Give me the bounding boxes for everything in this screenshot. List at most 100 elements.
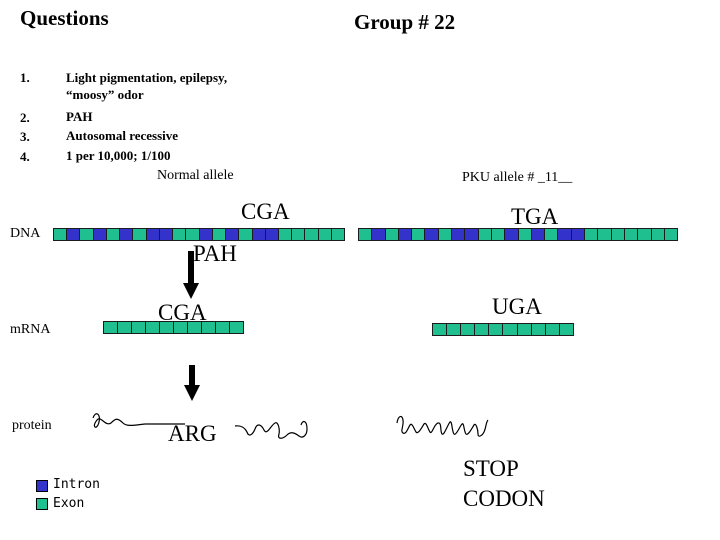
exon-segment	[637, 228, 652, 241]
question-number: 3.	[20, 129, 30, 144]
exon-segment	[490, 228, 506, 241]
intron-segment	[464, 228, 479, 241]
exon-segment	[474, 323, 490, 336]
page-title: Questions	[20, 6, 109, 30]
intron-segment	[251, 228, 266, 241]
exon-segment	[358, 228, 373, 241]
exon-segment	[597, 228, 612, 241]
exon-segment	[229, 321, 244, 334]
pku-dna-strip	[358, 228, 679, 241]
intron-segment	[397, 228, 413, 241]
exon-segment	[411, 228, 426, 241]
question-answer: PAH	[66, 109, 93, 124]
exon-segment	[516, 323, 532, 336]
exon-segment	[117, 321, 132, 334]
exon-segment	[211, 228, 227, 241]
exon-segment	[304, 228, 319, 241]
intron-segment	[557, 228, 572, 241]
exon-segment	[477, 228, 492, 241]
intron-segment	[145, 228, 160, 241]
intron-segment	[570, 228, 586, 241]
truncated-protein-chain	[396, 415, 489, 437]
question-answer: 1 per 10,000; 1/100	[66, 148, 171, 163]
exon-segment	[53, 228, 68, 241]
exon-segment	[173, 321, 188, 334]
exon-legend-label: Exon	[53, 496, 85, 511]
normal-allele-label: Normal allele	[157, 168, 234, 183]
intron-segment	[92, 228, 107, 241]
question-answer: Light pigmentation, epilepsy, “moosy” od…	[66, 69, 227, 103]
pku-mrna-strip	[432, 323, 574, 336]
enzyme-label: PAH	[193, 241, 237, 266]
exon-segment	[446, 323, 462, 336]
intron-segment	[119, 228, 134, 241]
exon-segment	[517, 228, 532, 241]
intron-segment	[371, 228, 386, 241]
question-answer: Autosomal recessive	[66, 128, 179, 143]
exon-segment	[172, 228, 187, 241]
group-number: Group # 22	[354, 10, 456, 34]
exon-segment	[185, 228, 200, 241]
intron-segment	[66, 228, 81, 241]
exon-segment	[132, 228, 147, 241]
exon-segment	[610, 228, 625, 241]
answer-line: “moosy” odor	[66, 87, 144, 102]
exon-segment	[502, 323, 518, 336]
normal-dna-codon: CGA	[241, 199, 290, 224]
normal-mrna-codon: CGA	[158, 300, 207, 325]
intron-swatch	[36, 480, 48, 492]
exon-segment	[623, 228, 639, 241]
exon-segment	[488, 323, 504, 336]
exon-segment	[558, 323, 574, 336]
exon-segment	[650, 228, 665, 241]
exon-segment	[317, 228, 332, 241]
exon-segment	[437, 228, 453, 241]
mrna-row-label: mRNA	[10, 322, 51, 337]
exon-segment	[384, 228, 399, 241]
intron-segment	[424, 228, 439, 241]
exon-segment	[460, 323, 476, 336]
question-number: 4.	[20, 149, 30, 164]
intron-legend-label: Intron	[53, 477, 100, 492]
intron-segment	[198, 228, 213, 241]
stop-codon-line2: CODON	[463, 486, 545, 511]
exon-segment	[201, 321, 216, 334]
protein-row-label: protein	[12, 418, 52, 433]
normal-mrna-strip	[103, 321, 244, 334]
question-number: 2.	[20, 110, 30, 125]
question-number: 1.	[20, 70, 30, 85]
exon-segment	[291, 228, 306, 241]
exon-swatch	[36, 498, 48, 510]
exon-segment	[238, 228, 253, 241]
intron-segment	[158, 228, 174, 241]
intron-segment	[225, 228, 240, 241]
intron-segment	[504, 228, 519, 241]
exon-segment	[145, 321, 160, 334]
intron-segment	[530, 228, 546, 241]
exon-segment	[159, 321, 174, 334]
normal-protein-chain	[92, 413, 308, 439]
exon-segment	[544, 323, 560, 336]
exon-segment	[103, 321, 118, 334]
pku-allele-label: PKU allele # _11__	[462, 170, 573, 185]
exon-segment	[663, 228, 679, 241]
pku-dna-codon: TGA	[511, 204, 559, 229]
exon-segment	[432, 323, 448, 336]
pku-mrna-codon: UGA	[492, 294, 542, 319]
normal-dna-strip	[53, 228, 346, 241]
exon-segment	[330, 228, 346, 241]
exon-segment	[105, 228, 121, 241]
exon-segment	[215, 321, 230, 334]
exon-segment	[530, 323, 546, 336]
exon-segment	[584, 228, 599, 241]
intron-segment	[451, 228, 466, 241]
exon-segment	[544, 228, 559, 241]
exon-segment	[79, 228, 94, 241]
amino-acid-label: ARG	[168, 421, 217, 446]
intron-segment	[264, 228, 279, 241]
exon-segment	[131, 321, 146, 334]
stop-codon-line1: STOP	[463, 456, 519, 481]
dna-row-label: DNA	[10, 226, 41, 241]
exon-segment	[277, 228, 293, 241]
exon-segment	[187, 321, 202, 334]
